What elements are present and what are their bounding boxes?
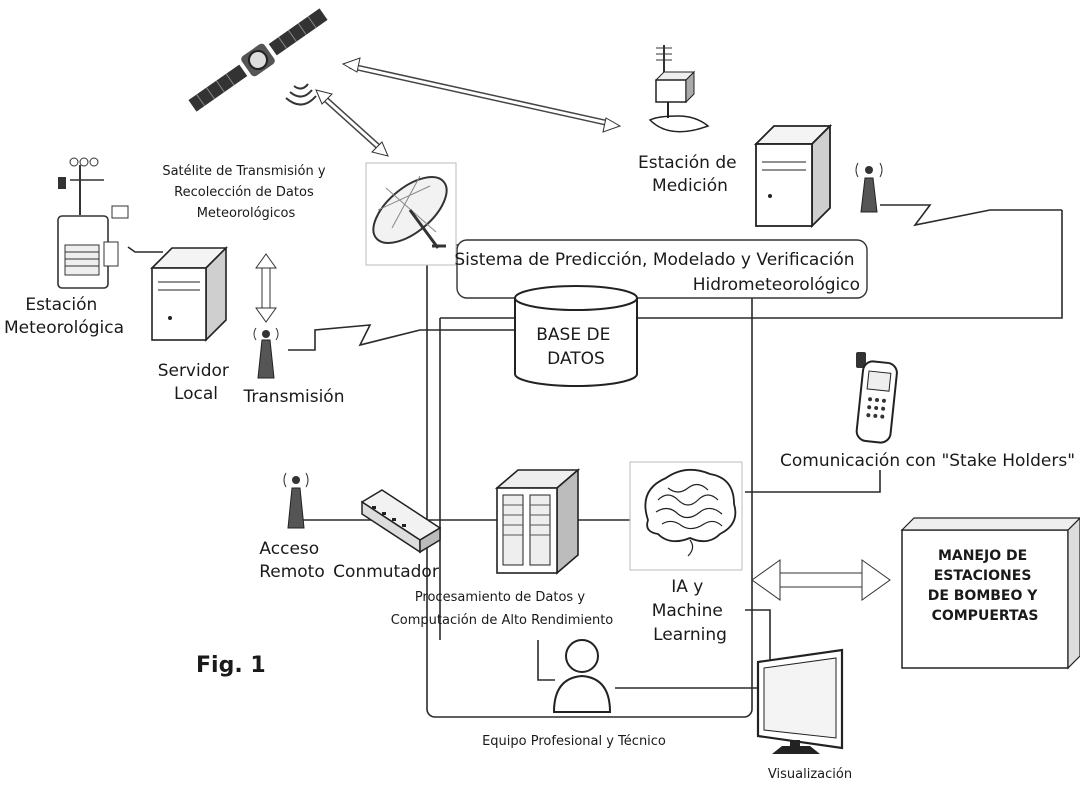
weather-station-label: Estación Meteorológica [4,295,124,338]
person-icon [552,639,612,713]
measuring-server-icon [753,123,833,229]
arrow-satellite-station [341,57,622,133]
pumping-label: MANEJO DE ESTACIONES DE BOMBEO Y COMPUER… [928,548,1043,624]
mobile-phone-icon [855,352,898,444]
transmission-label: Transmisión [243,387,345,407]
pumping-stations-box [900,517,1080,670]
arrow-satellite-dish [315,89,389,157]
measuring-station-label: Estación de Medición [638,153,742,196]
arrow-pumping [751,559,891,601]
stakeholders-label: Comunicación con "Stake Holders" [780,451,1075,471]
remote-access-label: Acceso Remoto [259,539,325,582]
station-antenna-icon [855,162,883,213]
signal-waves-icon [285,83,317,106]
remote-access-antenna-icon [283,472,309,529]
network-switch-icon [360,489,442,554]
prediction-system-box [456,239,868,299]
hpc-server-icon [494,468,581,575]
connection-lines [127,204,1063,718]
labels: Satélite de Transmisión y Recolección de… [4,153,1075,782]
processing-label: Procesamiento de Datos y Computación de … [391,590,614,628]
database-label: BASE DE DATOS [536,325,615,369]
transmission-antenna-icon [253,327,279,379]
brain-icon [629,461,743,571]
arrow-vertical [255,253,277,323]
double-arrows [255,57,891,601]
database-icon [514,285,638,387]
visualization-label: Visualización [768,767,852,782]
team-label: Equipo Profesional y Técnico [482,734,666,749]
local-server-label: Servidor Local [158,361,235,404]
measuring-station-icon [648,45,710,133]
switch-label: Conmutador [333,562,439,582]
satellite-icon [188,8,328,112]
weather-station-icon [57,157,129,289]
ai-label: IA y Machine Learning [652,577,729,645]
satellite-dish-icon [365,162,457,266]
satellite-label: Satélite de Transmisión y Recolección de… [162,164,329,221]
prediction-system-label: Sistema de Predicción, Modelado y Verifi… [454,250,860,295]
figure-label: Fig. 1 [196,653,266,678]
local-server-icon [150,246,228,342]
monitor-icon [756,648,844,754]
